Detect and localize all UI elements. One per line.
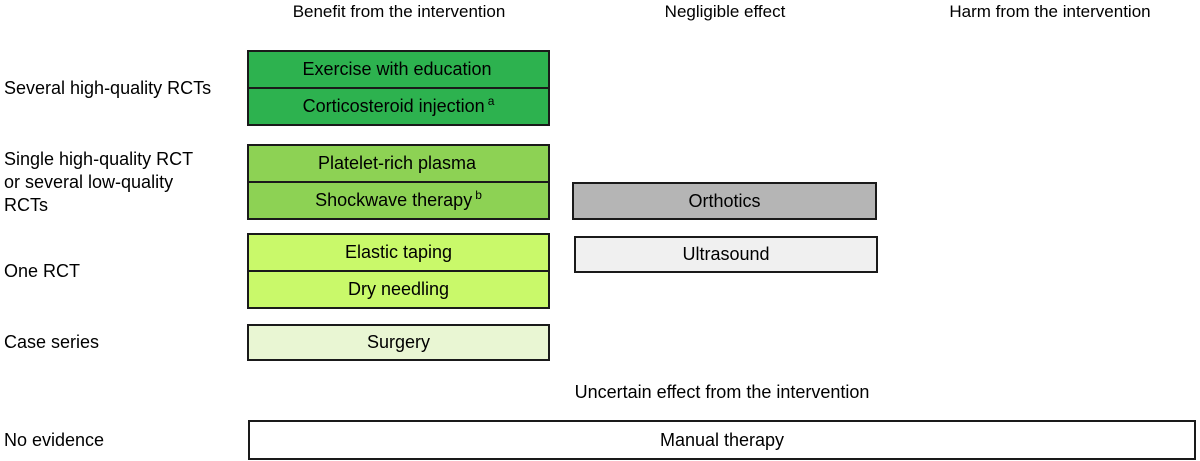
box-exercise-with-education: Exercise with education <box>249 52 548 87</box>
footnote-marker-b: b <box>475 188 482 202</box>
row-label-single-rct: Single high-quality RCT or several low-q… <box>4 149 194 215</box>
box-group-several-rcts: Exercise with education Corticosteroid i… <box>247 50 550 126</box>
box-elastic-taping: Elastic taping <box>249 235 548 270</box>
row-label-no-evidence: No evidence <box>4 430 105 450</box>
column-header-harm: Harm from the intervention <box>949 2 1151 21</box>
box-label: Ultrasound <box>682 244 770 264</box>
column-header-negligible: Negligible effect <box>664 2 786 21</box>
box-label: Elastic taping <box>344 242 453 262</box>
box-label: Exercise with education <box>302 59 492 79</box>
row-label-one-rct: One RCT <box>4 261 81 281</box>
box-orthotics: Orthotics <box>572 182 877 220</box>
box-label: Orthotics <box>688 190 761 211</box>
row-label-several-rcts: Several high-quality RCTs <box>4 78 212 98</box>
box-surgery: Surgery <box>247 324 550 361</box>
box-label: Platelet-rich plasma <box>317 153 477 173</box>
box-label: Corticosteroid injection <box>302 96 485 116</box>
box-dry-needling: Dry needling <box>249 270 548 307</box>
caption-uncertain-effect: Uncertain effect from the intervention <box>574 382 870 402</box>
box-label: Manual therapy <box>659 429 785 450</box>
footnote-marker-a: a <box>487 94 495 108</box>
box-label: Dry needling <box>347 279 450 299</box>
box-ultrasound: Ultrasound <box>574 236 878 273</box>
box-label: Shockwave therapy <box>315 190 473 210</box>
box-platelet-rich-plasma: Platelet-rich plasma <box>249 146 548 181</box>
row-label-case-series: Case series <box>4 332 100 352</box>
column-header-benefit: Benefit from the intervention <box>292 2 506 21</box>
box-group-one-rct: Elastic taping Dry needling <box>247 233 550 309</box>
box-label: Surgery <box>366 332 431 352</box>
box-manual-therapy: Manual therapy <box>248 420 1196 460</box>
